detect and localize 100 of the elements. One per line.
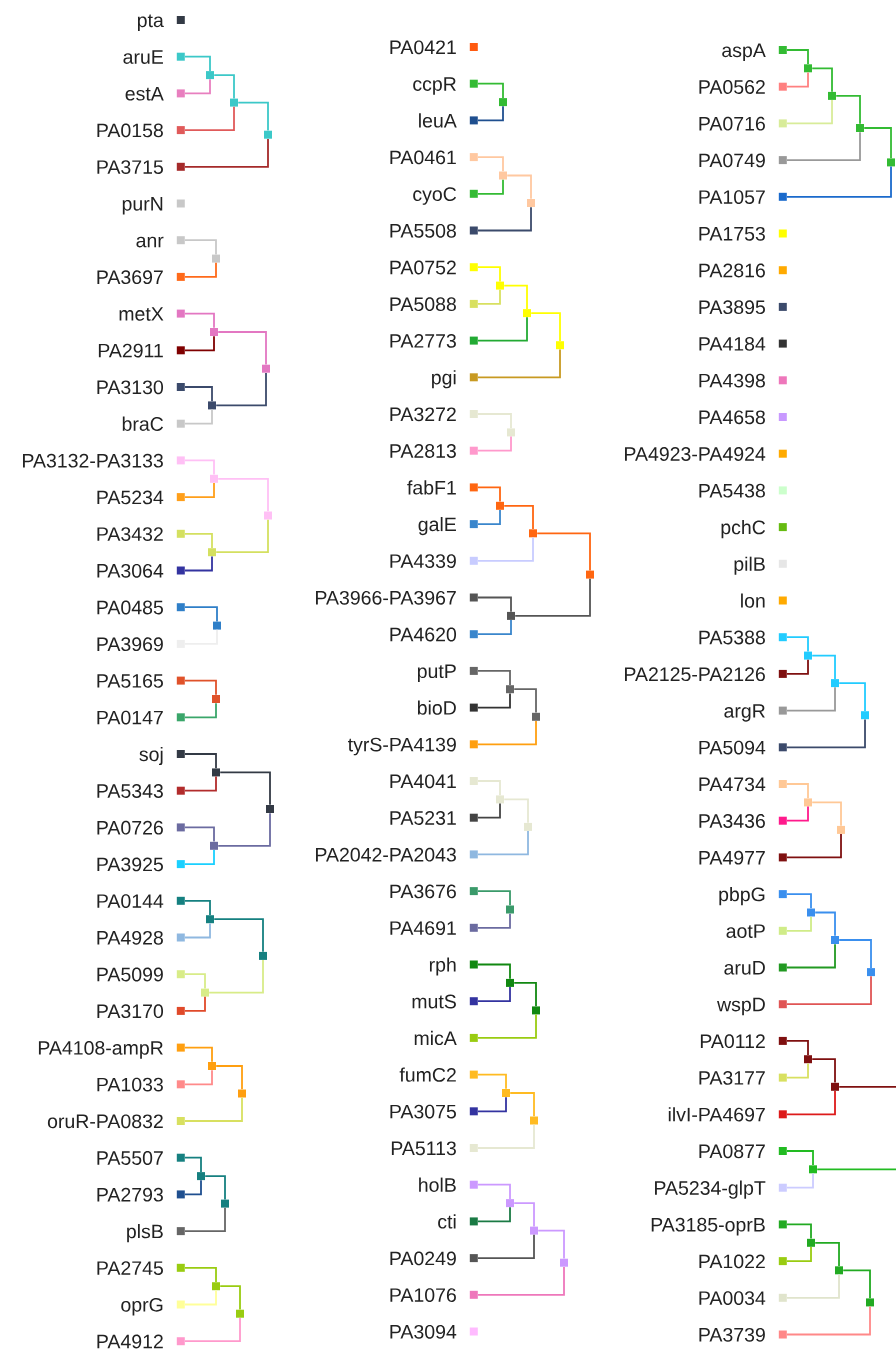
- gene-label: PA5165: [97, 674, 163, 688]
- connector: [184, 995, 206, 1012]
- gene-label: pilB: [734, 556, 765, 575]
- connector: [184, 702, 217, 719]
- connector: [477, 509, 501, 525]
- gene-label: PA2793: [97, 1187, 163, 1202]
- gene-label: tyrS-PA4139: [348, 737, 456, 756]
- merge-node: [507, 428, 515, 437]
- connector: [477, 986, 511, 1003]
- connector: [184, 628, 218, 645]
- connector: [786, 165, 892, 198]
- connector: [786, 686, 836, 712]
- gene-label: wspD: [717, 997, 765, 1016]
- connector: [513, 1202, 535, 1228]
- merge-node: [527, 199, 535, 207]
- connector: [184, 1046, 213, 1063]
- merge-node: [807, 1238, 815, 1247]
- connector: [184, 386, 213, 403]
- gene-label: PA3064: [97, 563, 164, 578]
- connector: [786, 833, 842, 859]
- merge-node: [804, 798, 812, 807]
- merge-node: [837, 825, 845, 834]
- connector: [786, 1090, 836, 1116]
- gene-label: PA3715: [97, 160, 163, 174]
- gene-label: estA: [125, 87, 164, 101]
- connector: [477, 830, 529, 856]
- connector: [786, 71, 809, 88]
- merge-node: [201, 988, 209, 997]
- merge-node: [210, 328, 218, 336]
- gene-label: PA3177: [699, 1071, 765, 1085]
- gene-label: bioD: [417, 700, 456, 715]
- merge-node: [236, 1309, 244, 1318]
- gene-label: PA2125-PA2126: [625, 667, 765, 682]
- connector: [814, 1241, 840, 1267]
- connector: [811, 67, 833, 93]
- connector: [477, 1206, 511, 1223]
- gene-label: PA3739: [699, 1327, 765, 1342]
- merge-node: [524, 822, 532, 831]
- connector: [786, 915, 812, 932]
- connector: [184, 261, 217, 278]
- connector: [477, 348, 561, 379]
- connector: [477, 316, 528, 342]
- gene-label: PA2816: [699, 263, 765, 278]
- connector: [514, 577, 591, 617]
- gene-label: soj: [139, 746, 163, 766]
- gene-label: PA0877: [699, 1144, 765, 1159]
- connector: [506, 174, 532, 200]
- connector: [477, 156, 504, 173]
- connector: [513, 688, 537, 714]
- connector: [786, 1150, 814, 1166]
- gene-label: PA0034: [699, 1291, 766, 1305]
- merge-node: [507, 611, 515, 620]
- merge-node: [529, 529, 537, 538]
- merge-node: [530, 1116, 538, 1125]
- gene-label: PA4108-ampR: [38, 1041, 163, 1059]
- connector: [477, 692, 511, 709]
- connector: [513, 982, 537, 1008]
- gene-label: PA4620: [390, 627, 457, 642]
- merge-node: [212, 768, 220, 777]
- connector: [786, 1172, 814, 1189]
- connector: [477, 82, 504, 99]
- connector: [213, 918, 264, 953]
- connector: [477, 1123, 535, 1149]
- connector: [814, 911, 836, 937]
- gene-label: oprG: [121, 1297, 163, 1316]
- connector: [786, 718, 866, 749]
- merge-node: [861, 711, 869, 720]
- gene-label: PA3272: [390, 407, 456, 422]
- gene-label: PA1033: [97, 1077, 163, 1092]
- connector: [786, 131, 861, 161]
- merge-node: [831, 1082, 839, 1091]
- gene-label: rph: [429, 957, 456, 976]
- connector: [184, 899, 211, 916]
- gene-label: PA1057: [699, 190, 765, 204]
- connector: [786, 1246, 812, 1262]
- connector: [184, 1156, 202, 1173]
- merge-node: [506, 685, 514, 694]
- merge-node: [856, 124, 864, 132]
- connector: [786, 1273, 840, 1299]
- connector: [477, 1183, 511, 1200]
- merge-node: [221, 1199, 229, 1208]
- connector: [217, 331, 267, 366]
- gene-label: PA2042-PA2043: [316, 847, 456, 862]
- merge-node: [238, 1089, 246, 1098]
- connector: [215, 1065, 243, 1091]
- merge-node: [828, 91, 836, 100]
- merge-node: [230, 98, 238, 107]
- connector: [215, 372, 267, 407]
- connector: [477, 288, 501, 305]
- connector: [503, 798, 529, 824]
- connector: [184, 606, 218, 623]
- merge-node: [210, 841, 218, 850]
- connector: [503, 504, 534, 530]
- gene-label: aruD: [724, 961, 765, 975]
- gene-label: PA0421: [390, 40, 456, 55]
- merge-node: [556, 341, 564, 350]
- connector: [477, 266, 501, 283]
- gene-label: PA5507: [97, 1151, 163, 1165]
- merge-node: [835, 1266, 843, 1275]
- gene-label: PA5113: [391, 1141, 456, 1156]
